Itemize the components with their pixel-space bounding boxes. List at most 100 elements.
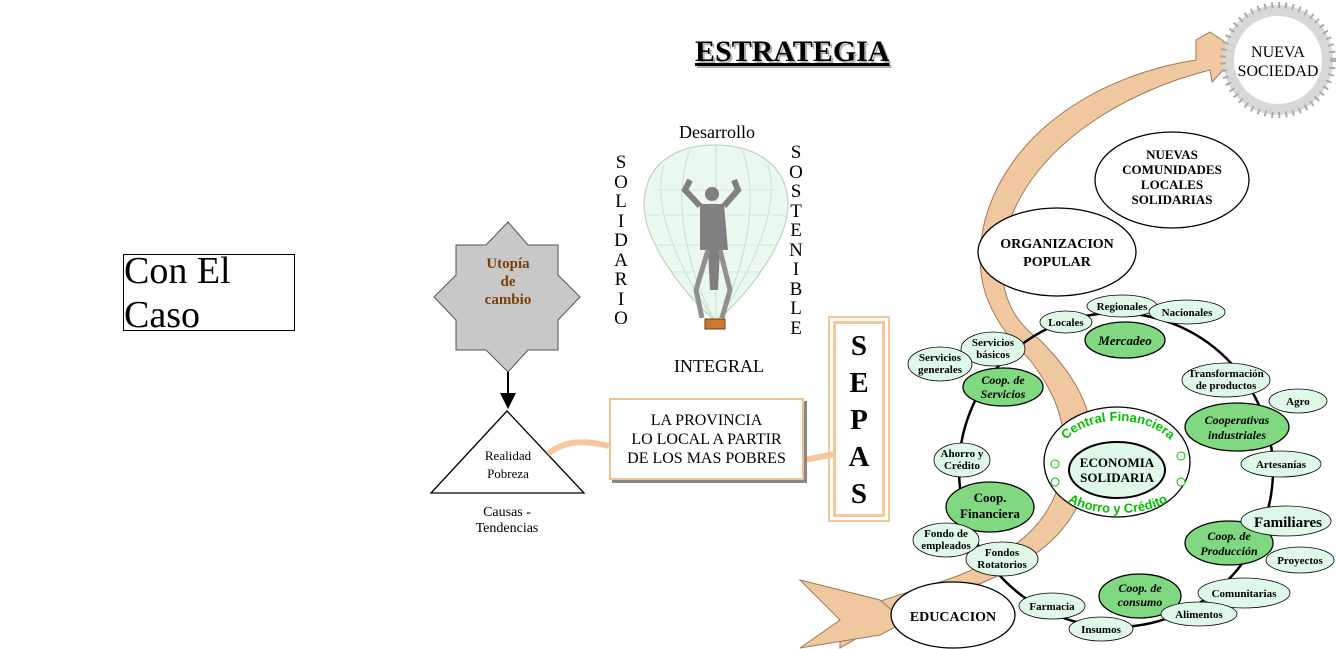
nuevas-line4: SOLIDARIAS <box>1132 192 1213 207</box>
provincia-line3: DE LOS MAS POBRES <box>627 449 786 467</box>
node-coop-financiera: Coop. Financiera <box>945 481 1035 533</box>
leaf-locales: Locales <box>1048 317 1084 329</box>
reality-below1: Causas - <box>483 505 531 520</box>
solidario-letter: S <box>615 152 627 173</box>
nueva-sociedad-inner <box>1234 16 1322 104</box>
solidario-letter: O <box>614 308 628 329</box>
sepas-letter: A <box>848 441 870 473</box>
node-coop-produccion-l2: Producción <box>1200 544 1258 558</box>
leaf-artesanias: Artesanías <box>1256 459 1307 471</box>
leaf-servicios-basicos-l2: básicos <box>976 349 1010 361</box>
diagram-title: ESTRATEGIA <box>695 35 890 68</box>
node-coop-produccion-l1: Coop. de <box>1207 529 1251 543</box>
node-coop-servicios: Coop. de Servicios <box>962 367 1044 407</box>
solidario-letter: A <box>614 249 628 271</box>
sepas-letter: E <box>849 367 869 399</box>
organizacion-ellipse <box>977 207 1137 297</box>
center-dot-2 <box>1050 477 1060 487</box>
utopia-line1: Utopía <box>486 256 530 272</box>
solidario-letter: R <box>614 269 628 290</box>
utopia-line2: de <box>501 274 516 290</box>
nueva-sociedad-line2: SOCIEDAD <box>1238 63 1319 80</box>
leaf-servicios-generales-shape <box>907 346 973 382</box>
leaf-fondo-empleados-shape <box>912 522 980 558</box>
leaf-farmacia-shape <box>1018 592 1086 620</box>
nuevas-line1: NUEVAS <box>1146 147 1198 162</box>
sepas-letter: S <box>850 330 868 362</box>
node-coop-industriales-l1: Cooperativas <box>1205 413 1270 427</box>
leaf-transformacion-l1: Transformación <box>1188 368 1264 380</box>
leaf-comunitarias: Comunitarias <box>1212 588 1278 600</box>
leaf-regionales: Regionales <box>1097 301 1148 313</box>
sostenible-letter: N <box>789 239 803 261</box>
leaf-agro: Agro <box>1286 396 1310 408</box>
center-inner-ellipse <box>1068 441 1166 499</box>
path-tail <box>798 579 906 649</box>
leaf-nacionales: Nacionales <box>1162 307 1213 319</box>
solidario-letter: I <box>617 210 625 232</box>
sostenible-letter: E <box>790 220 802 241</box>
node-mercadeo: Mercadeo <box>1084 321 1166 359</box>
leaf-ahorro-credito-shape <box>933 442 991 478</box>
sostenible-letter: B <box>789 278 803 300</box>
leaf-servicios-basicos-shape <box>960 331 1026 367</box>
balloon-top-label: Desarrollo <box>679 122 755 142</box>
reality-below2: Tendencias <box>476 521 539 536</box>
educacion-ellipse <box>890 581 1016 649</box>
leaf-locales-shape <box>1039 310 1093 334</box>
sostenible-letter: E <box>790 317 802 339</box>
nueva-sociedad-line1: NUEVA <box>1251 44 1305 61</box>
center-dot-3 <box>1176 451 1186 461</box>
center-dot-1 <box>1050 459 1060 469</box>
node-coop-industriales: Cooperativas industriales <box>1184 402 1290 452</box>
leaf-artesanias-shape <box>1240 450 1322 478</box>
leaf-agro-shape <box>1268 388 1328 414</box>
leaf-fondos-rotatorios-shape <box>965 541 1039 577</box>
solidario-letter: D <box>614 230 628 251</box>
center-line2: SOLIDARIA <box>1080 470 1154 485</box>
nuevas-line2: COMUNIDADES <box>1122 162 1222 177</box>
organizacion-line2: POPULAR <box>1023 255 1092 270</box>
balloon-illustration <box>643 144 789 330</box>
provincia-line1: LA PROVINCIA <box>650 411 763 429</box>
provincia-line2: LO LOCAL A PARTIR <box>631 430 782 448</box>
provincia-box: LA PROVINCIA LO LOCAL A PARTIR DE LOS MA… <box>609 398 804 480</box>
leaf-comunitarias-shape <box>1197 577 1291 609</box>
down-arrow-head <box>500 393 516 409</box>
leaf-alimentos-shape <box>1160 601 1238 627</box>
educacion-label: EDUCACION <box>910 610 996 625</box>
sostenible-letter: O <box>789 161 803 183</box>
sepas-letter: P <box>850 404 868 436</box>
sostenible-letter: S <box>790 142 802 163</box>
swoosh-right <box>803 451 836 463</box>
leaf-fondos-rotatorios-l2: Rotatorios <box>977 559 1027 571</box>
leaf-insumos: Insumos <box>1081 624 1121 636</box>
node-mercadeo-label: Mercadeo <box>1097 333 1152 348</box>
leaf-fondos-rotatorios-l1: Fondos <box>985 547 1020 559</box>
leaf-farmacia: Farmacia <box>1029 601 1075 613</box>
node-coop-consumo-l1: Coop. de <box>1118 581 1162 595</box>
solidario-letter: I <box>617 288 625 310</box>
balloon-bottom-label: INTEGRAL <box>674 356 764 376</box>
node-coop-financiera-l1: Coop. <box>974 490 1007 505</box>
sostenible-letter: S <box>790 181 802 202</box>
leaf-transformacion-shape <box>1181 362 1271 398</box>
reality-triangle <box>429 410 586 494</box>
leaf-insumos-shape <box>1068 616 1134 642</box>
leaf-fondo-empleados-l2: empleados <box>921 540 971 552</box>
leaf-nacionales-shape <box>1148 299 1226 325</box>
organizacion-line1: ORGANIZACION <box>1000 237 1114 252</box>
utopia-line3: cambio <box>485 292 532 308</box>
node-coop-industriales-l2: industriales <box>1208 428 1266 442</box>
node-coop-financiera-l2: Financiera <box>960 506 1020 521</box>
leaf-servicios-generales-l1: Servicios <box>919 352 962 364</box>
center-dot-4 <box>1176 477 1186 487</box>
nuevas-comunidades-ellipse <box>1094 131 1250 229</box>
leaf-alimentos: Alimentos <box>1175 609 1223 621</box>
nuevas-line3: LOCALES <box>1141 177 1203 192</box>
